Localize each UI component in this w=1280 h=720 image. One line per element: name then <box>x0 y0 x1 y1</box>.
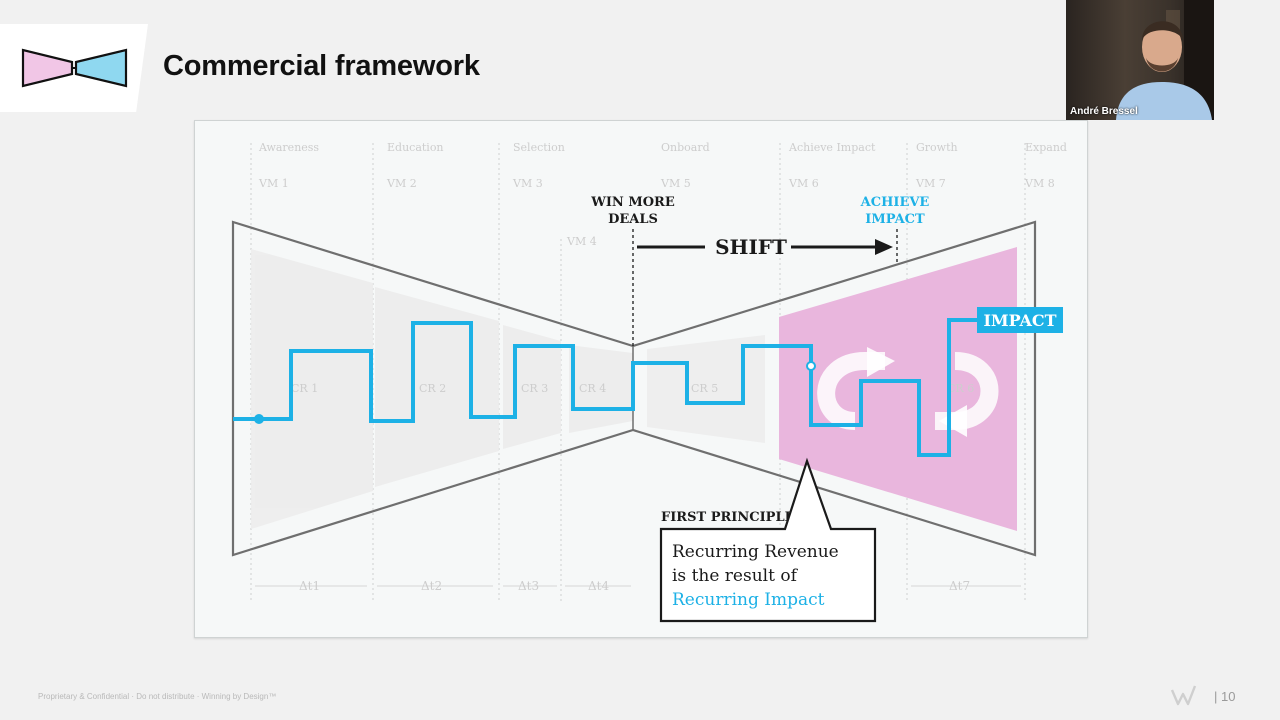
start-point <box>254 414 264 424</box>
stage-label: Expand <box>1025 141 1067 154</box>
vm-label: VM 2 <box>386 177 417 190</box>
vm-label: VM 8 <box>1024 177 1055 190</box>
vm-label: VM 5 <box>660 177 691 190</box>
dt-label: Δt4 <box>588 579 609 593</box>
quote-callout <box>659 457 877 623</box>
stage-label: Selection <box>513 141 565 154</box>
participant-name: André Bressel <box>1070 106 1138 117</box>
impact-label: IMPACT <box>983 311 1056 330</box>
revenue-step-line <box>233 318 983 457</box>
vm-label: VM 7 <box>915 177 946 190</box>
stage-label: Awareness <box>258 141 319 154</box>
bowtie-diagram: Awareness Education Selection Onboard Ac… <box>194 120 1088 638</box>
participant-avatar <box>1116 0 1214 120</box>
bowtie-diagram-svg: Awareness Education Selection Onboard Ac… <box>231 141 1067 623</box>
quote-highlight: Recurring Impact <box>672 590 825 610</box>
logo-panel <box>0 24 148 112</box>
w-logo-icon <box>1170 685 1197 706</box>
dt-label: Δt7 <box>949 579 970 593</box>
quote-line: Recurring Revenue <box>672 542 839 562</box>
quote-line: is the result of <box>672 566 799 586</box>
bowtie-logo-icon <box>21 48 128 88</box>
win-more-deals-label: WIN MORE <box>590 195 675 210</box>
shift-label: SHIFT <box>715 235 787 259</box>
shift-arrow-icon <box>875 239 893 255</box>
page-number: | 10 <box>1214 689 1236 704</box>
cr-label: CR 4 <box>579 382 606 395</box>
dt-label: Δt3 <box>518 579 539 593</box>
vm-label: VM 3 <box>512 177 543 190</box>
cr-label: CR 2 <box>419 382 446 395</box>
cr-label: CR 1 <box>291 382 318 395</box>
stage-label: Education <box>387 141 444 154</box>
footer-confidential: Proprietary & Confidential · Do not dist… <box>38 692 277 701</box>
slide-title: Commercial framework <box>163 50 480 82</box>
stage-label: Onboard <box>661 141 710 154</box>
cr-label: CR 6 <box>947 382 974 395</box>
win-more-deals-label: DEALS <box>608 212 658 227</box>
impact-point <box>806 361 816 371</box>
achieve-impact-label: ACHIEVE <box>860 195 930 210</box>
vm-label: VM 6 <box>788 177 819 190</box>
vm-label: VM 1 <box>258 177 289 190</box>
stage-label: Growth <box>916 141 958 154</box>
cr-label: CR 5 <box>691 382 718 395</box>
participant-video: André Bressel <box>1066 0 1214 120</box>
impact-box <box>977 307 1063 333</box>
stage-label: Achieve Impact <box>788 141 876 154</box>
first-principle-label: FIRST PRINCIPLE <box>661 510 795 525</box>
vm-label: VM 4 <box>566 235 597 248</box>
dt-label: Δt1 <box>299 579 320 593</box>
cr-label: CR 3 <box>521 382 548 395</box>
dt-label: Δt2 <box>421 579 442 593</box>
achieve-impact-label: IMPACT <box>865 212 925 227</box>
